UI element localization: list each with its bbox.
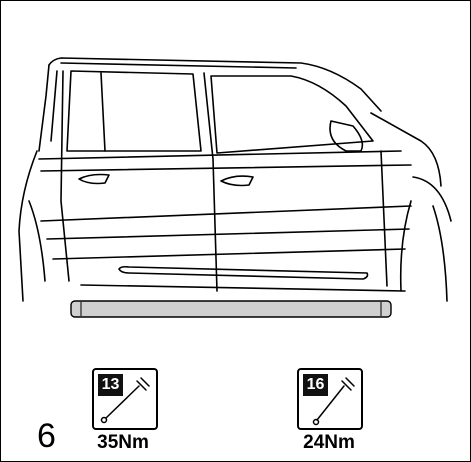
socket-size-badge: 13 <box>98 374 123 396</box>
wrench-glyph-icon <box>312 377 355 426</box>
socket-size-badge: 16 <box>303 374 328 396</box>
vehicle-side-illustration <box>18 57 452 318</box>
step-number: 6 <box>37 417 56 455</box>
torque-wrench-icon: 13 <box>92 368 158 430</box>
side-step-bar <box>70 300 392 318</box>
wrench-glyph-icon <box>100 377 150 424</box>
torque-value: 35Nm <box>97 432 149 453</box>
torque-value: 24Nm <box>303 432 355 453</box>
torque-wrench-icon: 16 <box>297 368 363 430</box>
